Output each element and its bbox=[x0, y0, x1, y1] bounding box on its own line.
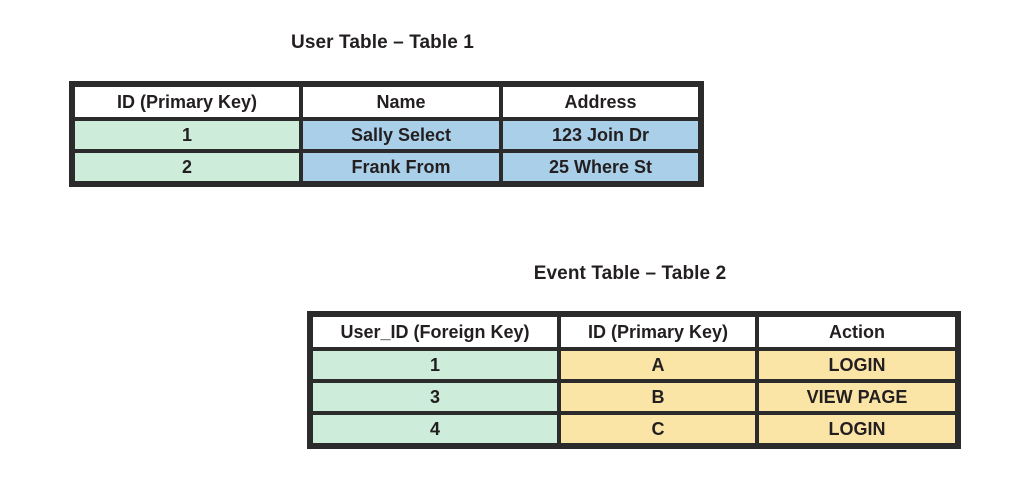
cell-event-id: A bbox=[559, 349, 757, 381]
table-row: 1 A LOGIN bbox=[311, 349, 957, 381]
cell-user-name: Frank From bbox=[301, 151, 501, 183]
cell-event-user-id: 3 bbox=[311, 381, 559, 413]
table-row: 1 Sally Select 123 Join Dr bbox=[73, 119, 700, 151]
column-header-action: Action bbox=[757, 315, 957, 349]
table-row: 3 B VIEW PAGE bbox=[311, 381, 957, 413]
table-header-row: User_ID (Foreign Key) ID (Primary Key) A… bbox=[311, 315, 957, 349]
cell-user-id: 2 bbox=[73, 151, 301, 183]
column-header-user-id-foreign-key: User_ID (Foreign Key) bbox=[311, 315, 559, 349]
cell-event-action: LOGIN bbox=[757, 413, 957, 445]
cell-user-name: Sally Select bbox=[301, 119, 501, 151]
event-table: User_ID (Foreign Key) ID (Primary Key) A… bbox=[307, 311, 961, 449]
event-table-title: Event Table – Table 2 bbox=[533, 263, 727, 284]
cell-user-id: 1 bbox=[73, 119, 301, 151]
cell-event-action: VIEW PAGE bbox=[757, 381, 957, 413]
column-header-user-id: ID (Primary Key) bbox=[73, 85, 301, 119]
user-table: ID (Primary Key) Name Address 1 Sally Se… bbox=[69, 81, 704, 187]
column-header-event-id: ID (Primary Key) bbox=[559, 315, 757, 349]
cell-event-action: LOGIN bbox=[757, 349, 957, 381]
table-header-row: ID (Primary Key) Name Address bbox=[73, 85, 700, 119]
column-header-name: Name bbox=[301, 85, 501, 119]
cell-event-id: B bbox=[559, 381, 757, 413]
column-header-address: Address bbox=[501, 85, 700, 119]
cell-event-id: C bbox=[559, 413, 757, 445]
table-row: 2 Frank From 25 Where St bbox=[73, 151, 700, 183]
table-row: 4 C LOGIN bbox=[311, 413, 957, 445]
cell-user-address: 123 Join Dr bbox=[501, 119, 700, 151]
user-table-title: User Table – Table 1 bbox=[291, 32, 474, 53]
cell-event-user-id: 1 bbox=[311, 349, 559, 381]
cell-user-address: 25 Where St bbox=[501, 151, 700, 183]
cell-event-user-id: 4 bbox=[311, 413, 559, 445]
